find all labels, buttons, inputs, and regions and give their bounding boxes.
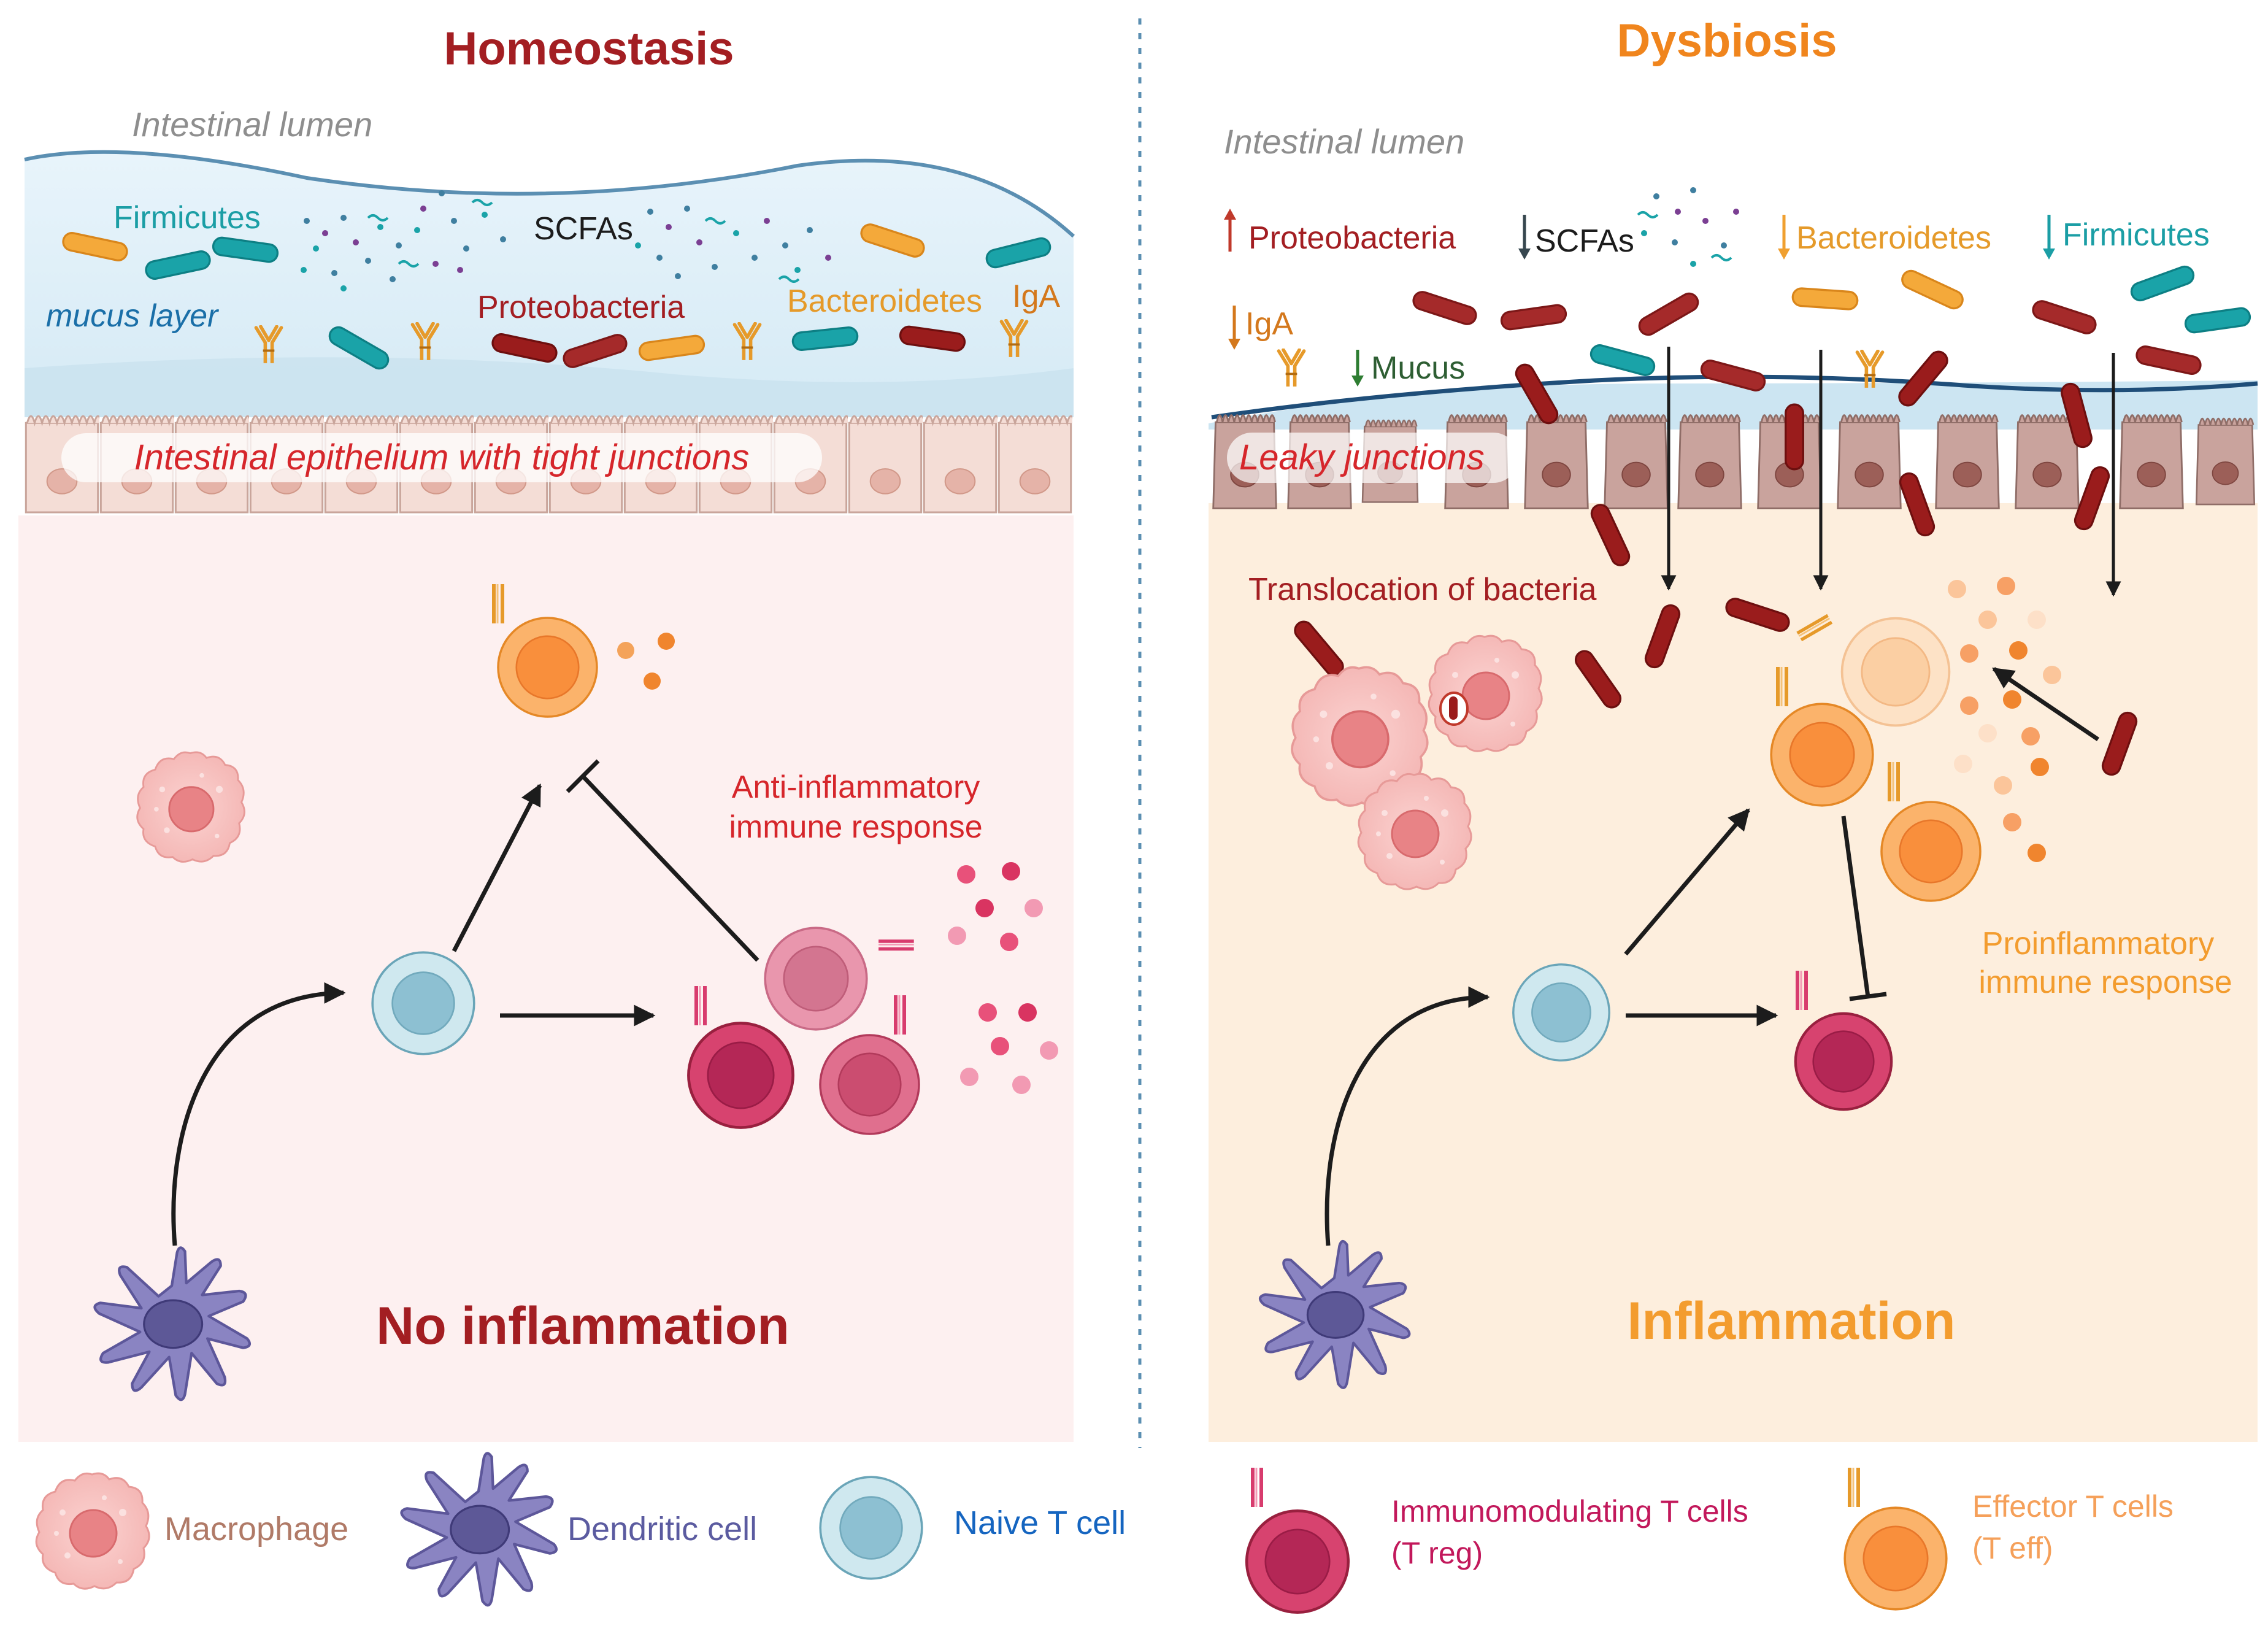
proteobacteria-bacterium [1499,303,1568,332]
proteobacteria-bacterium [1784,403,1805,471]
naive-to-teff-arrow [452,783,542,952]
left-scfa-particles [301,190,831,291]
proinflammatory-cytokines [1948,577,2061,862]
iga-antibody [1857,351,1882,388]
firmicutes-label: Firmicutes [113,200,261,236]
leaky-junctions-label: Leaky junctions [1239,437,1485,477]
legend-naive-label: Naive T cell [954,1505,1126,1541]
anti-inflammatory-label-line2: immune response [729,809,982,845]
bacteroidetes-decrease-label: Bacteroidetes [1796,220,1991,256]
treg-inhibits-teff [581,774,759,962]
legend-teff-label-line2: (T eff) [1972,1531,2053,1565]
anti-inflammatory-label-line1: Anti-inflammatory [732,769,980,805]
iga-label: IgA [1012,279,1060,314]
treg-cell [819,1034,920,1135]
legend-teff-icon [1843,1506,1948,1611]
no-inflammation-label: No inflammation [376,1297,790,1355]
legend-macrophage-icon [35,1472,150,1590]
naive-t-cell [1512,963,1610,1062]
legend-treg-label-line2: (T reg) [1391,1536,1483,1570]
right-panel: Dysbiosis Intestinal lumen Proteobacteri… [1209,15,2258,1442]
bacteria-stimulation-arrow [1992,667,2099,741]
legend-macrophage-label: Macrophage [164,1511,348,1547]
treg-cell [1796,1014,1891,1109]
proinflammatory-label-line2: immune response [1978,965,2232,1000]
legend-treg-icon [1247,1511,1348,1613]
left-panel: Homeostasis Intestinal lumen [18,23,1075,1442]
legend-naive-icon [819,1476,923,1580]
bacteroidetes-label: Bacteroidetes [787,283,982,319]
left-lumen-boundary [24,150,1075,238]
scfas-label: SCFAs [534,211,633,247]
treg-cell [764,927,868,1031]
dc-activation-arrow [1324,986,1490,1246]
legend-treg-label-line1: Immunomodulating T cells [1391,1494,1748,1528]
proteobacteria-bacterium [1410,288,1480,328]
mucus-decrease-label: Mucus [1371,350,1465,386]
mucus-layer-label: mucus layer [46,298,220,334]
firmicutes-decrease-label: Firmicutes [2062,217,2210,253]
teff-inhibits-treg [1841,815,1870,998]
treg-cell [688,1023,793,1127]
scfas-decrease-label: SCFAs [1535,223,1634,259]
right-taxa-changes: Proteobacteria SCFAs Bacteroidetes Firmi… [1224,209,2210,387]
proteobacteria-bacterium [2029,298,2099,337]
proteobacteria-bacterium [2134,344,2204,377]
naive-to-teff-arrow [1624,808,1750,956]
effector-t-cell [1880,801,1982,902]
proteobacteria-increase-label: Proteobacteria [1248,220,1456,256]
proinflammatory-label-line1: Proinflammatory [1982,926,2215,962]
naive-t-cell [371,951,475,1055]
right-lumen-label: Intestinal lumen [1224,122,1464,161]
firmicutes-bacterium [2128,263,2197,304]
legend-dendritic-label: Dendritic cell [567,1511,757,1547]
bacteroidetes-bacterium [1791,287,1859,311]
iga-antibody [1278,350,1304,387]
inflammation-label: Inflammation [1627,1292,1955,1351]
effector-t-cell [497,617,598,718]
left-mucus-area [25,152,1074,417]
iga-decrease-label: IgA [1245,306,1293,342]
effector-t-cell [1840,617,1951,727]
left-lumen-label: Intestinal lumen [132,105,372,144]
homeostasis-title: Homeostasis [444,23,734,75]
legend: Macrophage Dendritic cell Naive T cell I… [35,1453,2174,1613]
bacteroidetes-bacterium [1898,267,1967,312]
anti-inflammatory-cytokines [948,862,1058,1094]
translocation-label: Translocation of bacteria [1248,572,1597,607]
proteobacteria-label: Proteobacteria [477,290,685,325]
legend-dendritic-icon [402,1453,556,1605]
firmicutes-bacterium [2183,306,2252,335]
dysbiosis-title: Dysbiosis [1616,15,1837,67]
legend-teff-label-line1: Effector T cells [1972,1489,2174,1524]
dc-activation-arrow [171,982,346,1246]
effector-t-cell [1770,703,1874,807]
proteobacteria-bacterium [1635,289,1702,339]
right-scfa-particles [1637,187,1739,267]
firmicutes-bacterium [1588,342,1658,379]
left-epithelium-label: Intestinal epithelium with tight junctio… [134,437,750,477]
